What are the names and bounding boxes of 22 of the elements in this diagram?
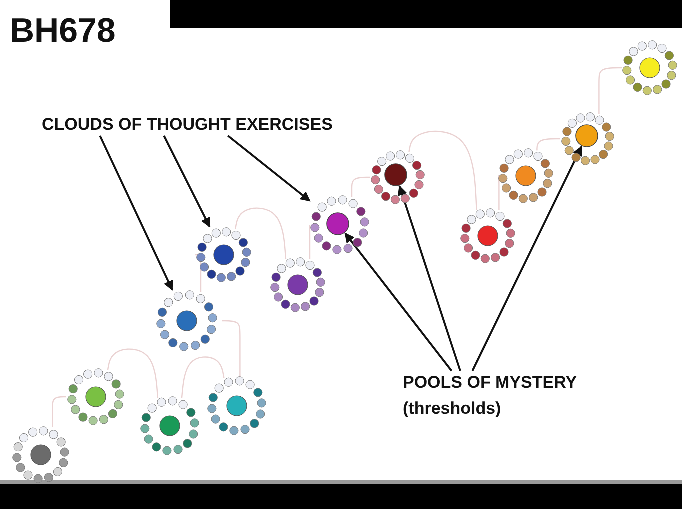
- callout-label: POOLS OF MYSTERY: [403, 372, 578, 394]
- connector-line: [181, 356, 225, 398]
- arrow: [163, 136, 211, 228]
- arrow: [472, 146, 583, 372]
- connector-line: [351, 176, 370, 197]
- callout-label: CLOUDS OF THOUGHT EXERCISES: [42, 114, 334, 136]
- connector-line: [222, 320, 241, 378]
- arrow: [228, 135, 311, 202]
- connector-line: [598, 67, 622, 114]
- connector-line: [309, 224, 311, 259]
- connector-line: [107, 348, 159, 398]
- connector-line: [536, 138, 560, 151]
- connector-line: [498, 175, 500, 210]
- arrow: [99, 136, 174, 291]
- callout-note: (thresholds): [403, 398, 502, 420]
- connector-line: [235, 208, 287, 260]
- title: BH678: [10, 12, 116, 50]
- arrow: [344, 232, 453, 372]
- connector-line: [52, 396, 66, 427]
- connector-line: [195, 254, 202, 292]
- arrow: [398, 185, 462, 372]
- connector-line: [408, 130, 478, 210]
